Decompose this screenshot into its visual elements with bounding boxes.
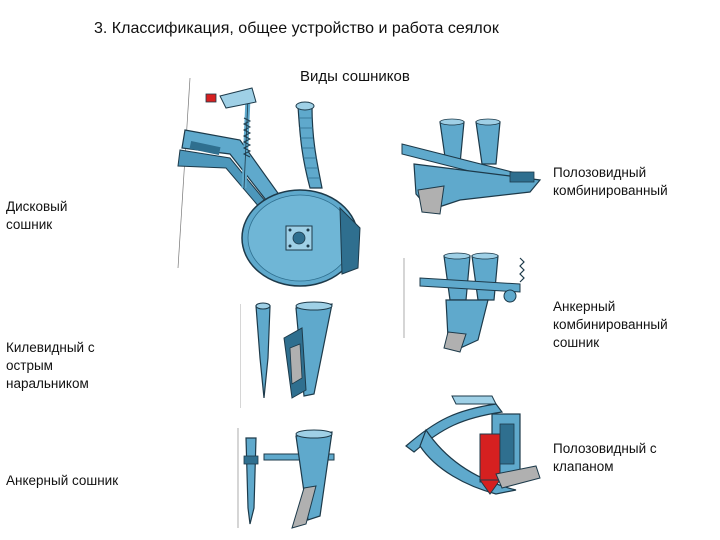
keel-opener-illustration [240, 298, 350, 410]
label-disc-opener: Дисковый сошник [6, 198, 67, 234]
runner-combined-illustration [400, 114, 550, 220]
label-runner-valve: Полозовидный с клапаном [553, 440, 657, 476]
disc-opener-illustration [170, 78, 370, 288]
anchor-opener-illustration [236, 428, 346, 532]
label-keel-opener: Килевидный с острым наральником [6, 339, 95, 393]
runner-valve-illustration [396, 390, 550, 500]
label-anchor-opener: Анкерный сошник [6, 472, 118, 490]
anchor-combined-illustration [400, 248, 550, 358]
slide-title: 3. Классификация, общее устройство и раб… [94, 20, 499, 38]
label-anchor-combined: Анкерный комбинированный сошник [553, 298, 668, 352]
label-runner-combined: Полозовидный комбинированный [553, 164, 668, 200]
